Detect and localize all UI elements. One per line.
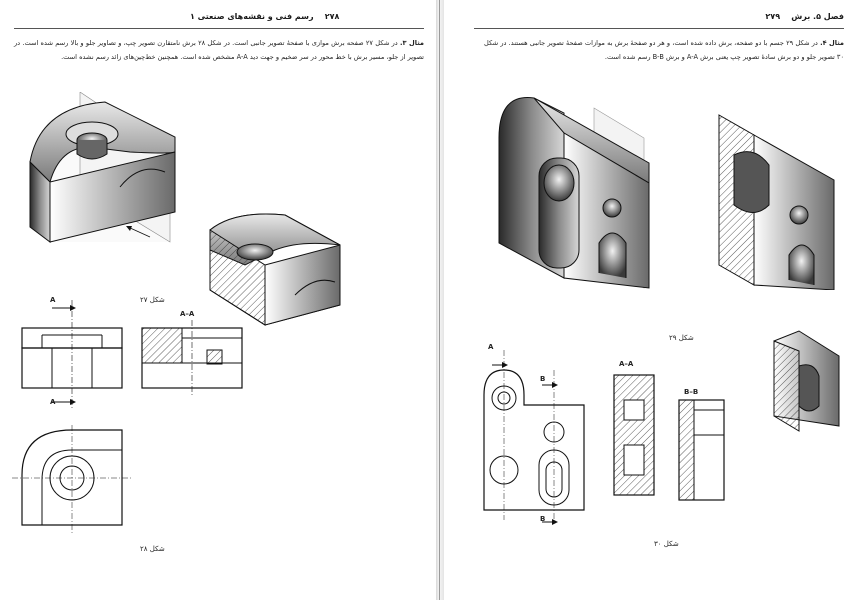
label-section-aa-left: A–A xyxy=(180,310,195,318)
left-page: ۲۷۸ رسم فنی و نقشه‌های صنعتی ۱ مثال ۳. د… xyxy=(12,12,424,553)
figure-29-section-aa xyxy=(718,114,835,290)
section-view-aa-30 xyxy=(613,374,655,496)
front-view xyxy=(21,300,123,410)
figure-27-isometric-section xyxy=(209,213,341,326)
label-section-bb-right: B–B xyxy=(684,388,699,396)
left-page-header-title: رسم فنی و نقشه‌های صنعتی ۱ xyxy=(190,12,314,21)
label-b-top-right: B xyxy=(540,375,546,383)
figure-27-isometric-full xyxy=(29,92,176,243)
figure-29-isometric-full xyxy=(498,97,650,289)
label-a-bottom-left: A xyxy=(50,398,56,406)
section-view-aa xyxy=(141,320,243,395)
label-a-top-right: A xyxy=(488,343,494,351)
label-b-bottom-right: B xyxy=(540,515,546,523)
right-example-label: مثال ۴. xyxy=(820,39,844,47)
left-paragraph-text: در شکل ۲۷ صفحه برش موازی با صفحهٔ تصویر … xyxy=(14,39,424,61)
caption-figure-27: شکل ۲۷ xyxy=(140,296,165,304)
left-example-label: مثال ۳. xyxy=(400,39,424,47)
gutter-line xyxy=(439,0,440,600)
front-view-30 xyxy=(483,350,585,525)
caption-figure-30: شکل ۳۰ xyxy=(654,540,679,548)
section-view-bb-30 xyxy=(678,399,725,501)
right-header-rule xyxy=(474,28,844,29)
right-page-header: فصل ۵. برش ۲۷۹ xyxy=(474,12,844,26)
right-paragraph-text: در شکل ۲۹ جسم با دو صفحه، برش داده شده ا… xyxy=(484,39,844,61)
figure-30-orthographic xyxy=(483,350,725,525)
left-page-header: ۲۷۸ رسم فنی و نقشه‌های صنعتی ۱ xyxy=(190,12,420,26)
right-page-header-title: فصل ۵. برش xyxy=(791,12,844,21)
right-paragraph: مثال ۴. در شکل ۲۹ جسم با دو صفحه، برش دا… xyxy=(484,36,844,64)
label-a-top-left: A xyxy=(50,296,56,304)
figure-29-section-bb xyxy=(773,330,840,432)
caption-figure-28: شکل ۲۸ xyxy=(140,545,165,553)
caption-figure-29: شکل ۲۹ xyxy=(669,334,694,342)
label-section-aa-right: A–A xyxy=(619,360,634,368)
figure-28-orthographic xyxy=(12,300,243,535)
right-page: فصل ۵. برش ۲۷۹ مثال ۴. در شکل ۲۹ جسم با … xyxy=(444,0,858,600)
page-gutter xyxy=(436,0,444,600)
left-page-number: ۲۷۸ xyxy=(324,12,340,21)
top-view xyxy=(12,425,132,535)
left-header-rule xyxy=(14,28,424,29)
right-page-number: ۲۷۹ xyxy=(765,12,781,21)
left-paragraph: مثال ۳. در شکل ۲۷ صفحه برش موازی با صفحه… xyxy=(14,36,424,64)
